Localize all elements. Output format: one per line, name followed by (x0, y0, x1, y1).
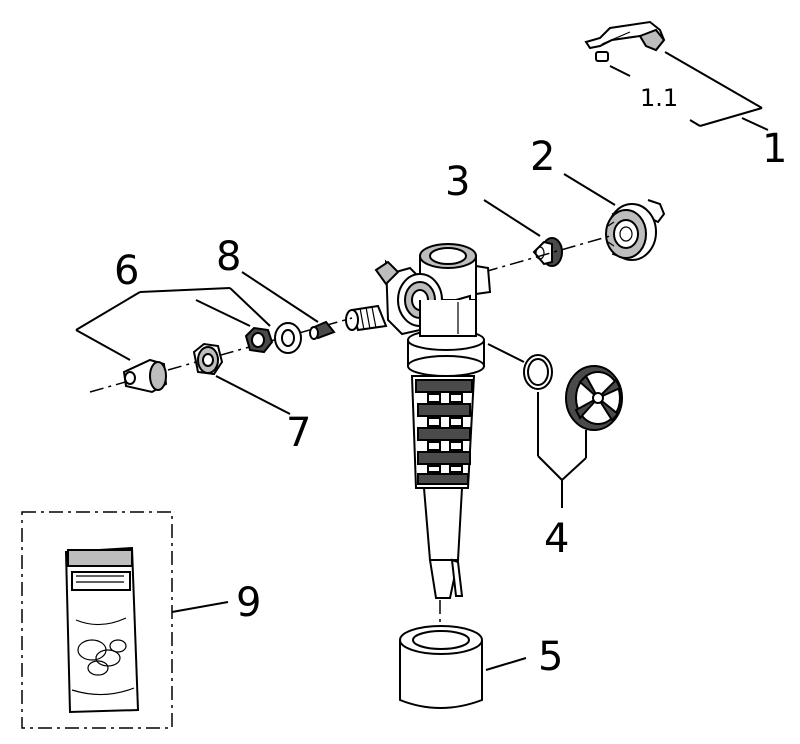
callout-leader-6 (75, 287, 271, 361)
part-8-nozzle (309, 320, 336, 340)
part-5-sleeve (399, 625, 483, 709)
callout-leader-3 (483, 199, 541, 237)
callout-9: 9 (236, 580, 261, 626)
callout-7: 7 (286, 410, 311, 456)
callout-2: 2 (530, 134, 555, 180)
part-2-cap (605, 199, 666, 261)
callout-leader-5 (485, 657, 527, 671)
seal-kit-frame (21, 511, 173, 729)
part-3-valve-seat (532, 237, 563, 267)
callout-6: 6 (114, 248, 139, 294)
part-1-clip (584, 20, 666, 62)
callout-leader-7 (215, 375, 291, 415)
valve-body (345, 243, 492, 599)
part-4-o-ring (523, 354, 553, 390)
hex-nut (244, 326, 274, 354)
part-6-cone (122, 358, 168, 394)
callout-4: 4 (544, 516, 569, 562)
washer (274, 322, 302, 354)
part-9-seal-kit-bag (64, 546, 140, 714)
callout-1: 1 (762, 126, 787, 172)
callout-leader-9 (171, 601, 229, 613)
callout-1-1: 1.1 (640, 84, 678, 112)
axis-line-top-right (483, 235, 611, 273)
callout-leader-1 (609, 51, 769, 131)
callout-leader-2 (563, 173, 616, 206)
callout-5: 5 (538, 634, 563, 680)
callout-8: 8 (216, 234, 241, 280)
part-7-compression-nut (192, 342, 224, 376)
callout-leader-4 (537, 392, 587, 508)
callout-leader-8 (241, 271, 319, 323)
axis-line-part-4 (487, 343, 525, 363)
part-4-float-cap (565, 365, 623, 431)
callout-3: 3 (445, 159, 470, 205)
